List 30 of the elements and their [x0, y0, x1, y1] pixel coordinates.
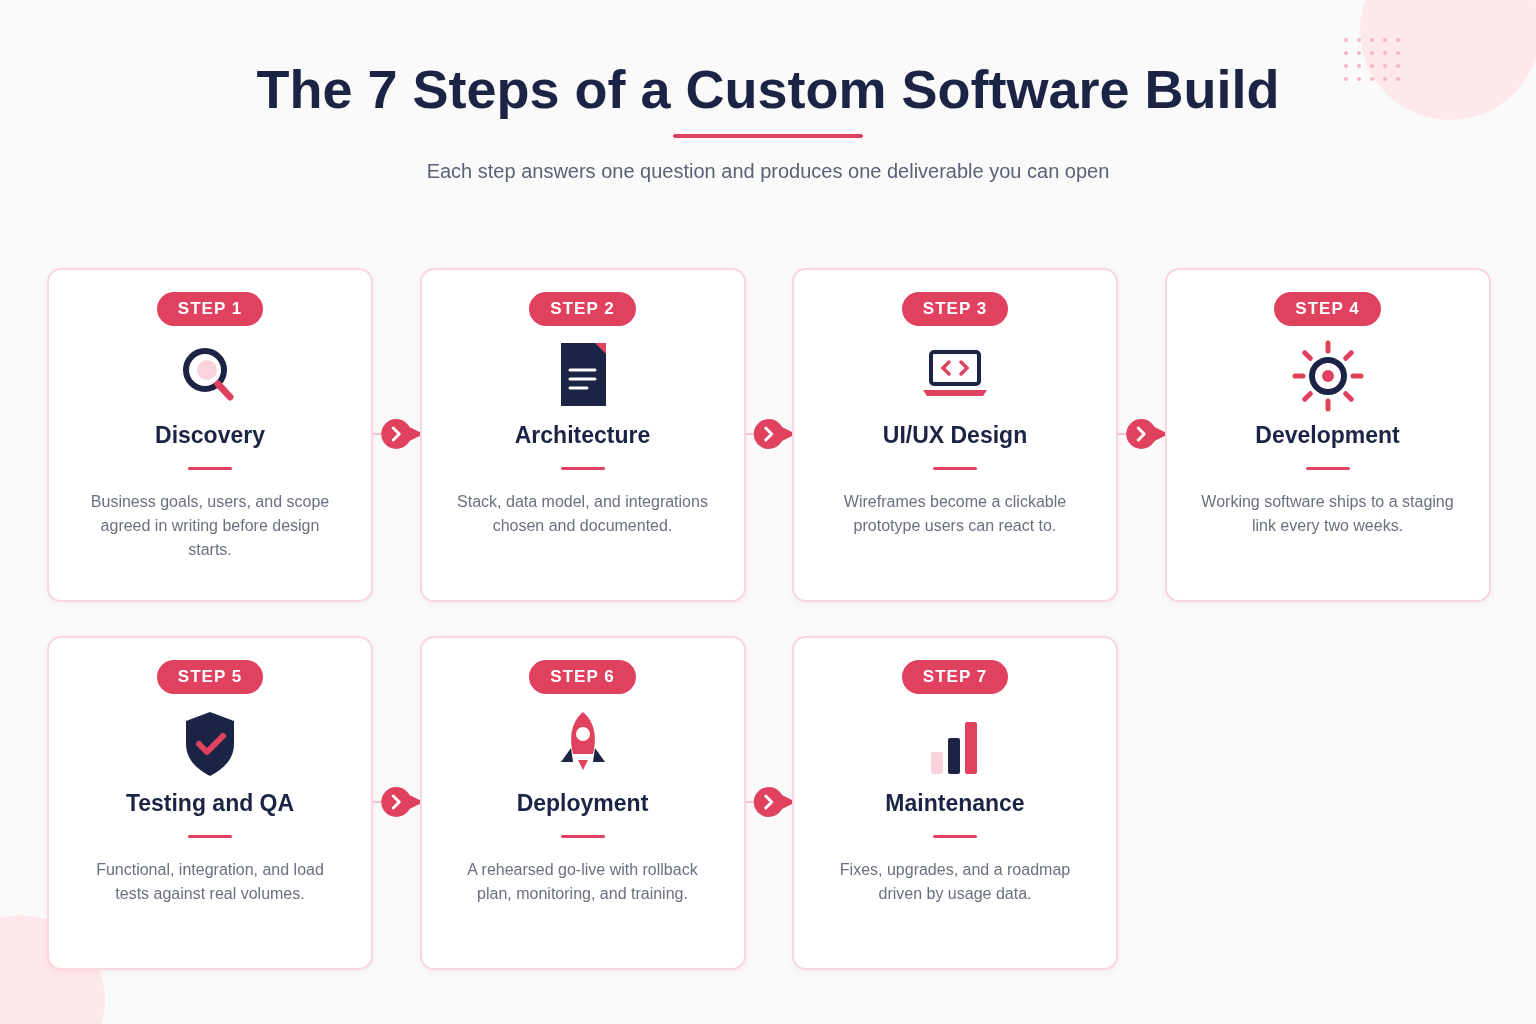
step-card — [47, 636, 373, 970]
step-description: Functional, integration, and load tests against real volumes. — [95, 859, 325, 904]
step-description: Business goals, users, and scope agreed in writing before design starts. — [89, 491, 331, 560]
step-title: UI/UX Design — [882, 421, 1028, 450]
step-title: Architecture — [514, 421, 651, 450]
step-description: Stack, data model, and integrations chosen and documented. — [456, 491, 709, 536]
step-title: Discovery — [155, 421, 265, 450]
step-card — [419, 636, 746, 970]
step-description: Wireframes become a clickable prototype users can react to. — [842, 491, 1068, 536]
step-title: Deployment — [516, 789, 649, 818]
step-description: Working software ships to a staging link every two weeks. — [1200, 491, 1455, 536]
step-badge: STEP 7 — [901, 660, 1009, 694]
step-title: Maintenance — [885, 789, 1025, 818]
step-badge: STEP 3 — [901, 292, 1009, 326]
step-description: A rehearsed go-live with rollback plan, monitoring, and training. — [466, 859, 699, 904]
step-title: Development — [1255, 421, 1400, 450]
step-card — [1164, 268, 1491, 602]
step-badge: STEP 6 — [529, 660, 636, 694]
title: The 7 Steps of a Custom Software Build — [256, 58, 1280, 120]
step-card — [792, 268, 1118, 602]
step-description: Fixes, upgrades, and a roadmap driven by usage data. — [838, 859, 1072, 904]
step-badge: STEP 4 — [1274, 292, 1381, 326]
step-card — [419, 268, 746, 602]
step-badge: STEP 2 — [529, 292, 636, 326]
step-card — [792, 636, 1118, 970]
step-card — [47, 268, 373, 602]
subtitle: Each step answers one question and produces one deliverable you can open — [426, 159, 1110, 184]
step-title: Testing and QA — [125, 789, 295, 818]
step-badge: STEP 1 — [156, 292, 264, 326]
step-badge: STEP 5 — [156, 660, 264, 694]
